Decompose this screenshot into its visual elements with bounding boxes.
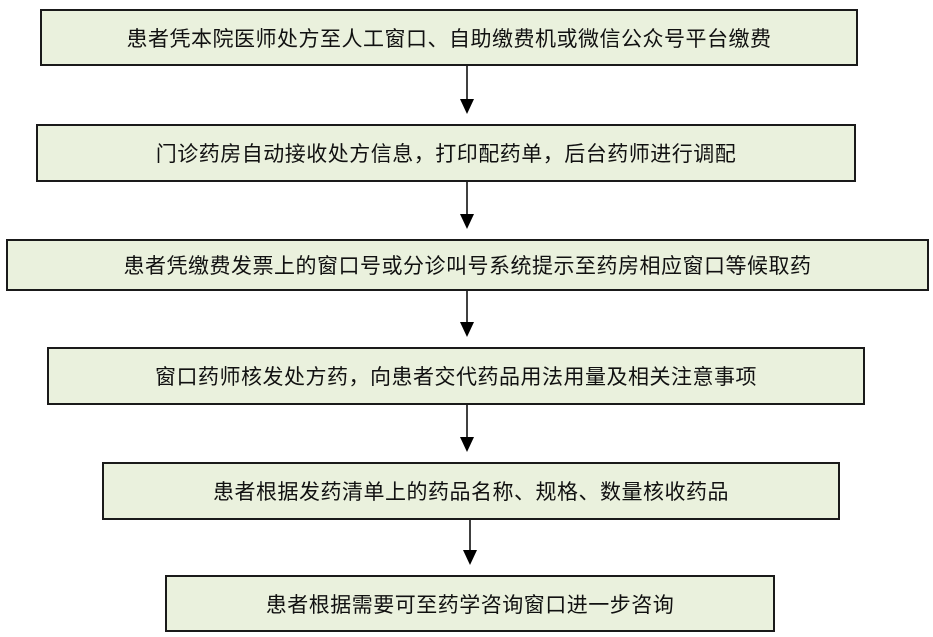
arrow-4-5-head [460, 437, 474, 452]
step-3-text: 患者凭缴费发票上的窗口号或分诊叫号系统提示至药房相应窗口等候取药 [123, 254, 812, 278]
step-4-text: 窗口药师核发处方药，向患者交代药品用法用量及相关注意事项 [155, 365, 757, 389]
step-1-box: 患者凭本院医师处方至人工窗口、自助缴费机或微信公众号平台缴费 [40, 9, 858, 66]
arrow-2-3-head [460, 214, 474, 229]
step-2-box: 门诊药房自动接收处方信息，打印配药单，后台药师进行调配 [36, 124, 856, 182]
step-6-text: 患者根据需要可至药学咨询窗口进一步咨询 [265, 592, 675, 617]
step-5-text: 患者根据发药清单上的药品名称、规格、数量核收药品 [213, 480, 729, 504]
step-4-box: 窗口药师核发处方药，向患者交代药品用法用量及相关注意事项 [47, 347, 865, 405]
step-1-text: 患者凭本院医师处方至人工窗口、自助缴费机或微信公众号平台缴费 [126, 26, 772, 51]
step-2-text: 门诊药房自动接收处方信息，打印配药单，后台药师进行调配 [155, 142, 737, 166]
step-5-box: 患者根据发药清单上的药品名称、规格、数量核收药品 [102, 462, 840, 520]
arrow-5-6-head [463, 550, 477, 565]
step-3-box: 患者凭缴费发票上的窗口号或分诊叫号系统提示至药房相应窗口等候取药 [6, 239, 929, 291]
step-6-box: 患者根据需要可至药学咨询窗口进一步咨询 [165, 575, 775, 632]
arrow-3-4-head [460, 322, 474, 337]
arrow-1-2-head [460, 99, 474, 114]
